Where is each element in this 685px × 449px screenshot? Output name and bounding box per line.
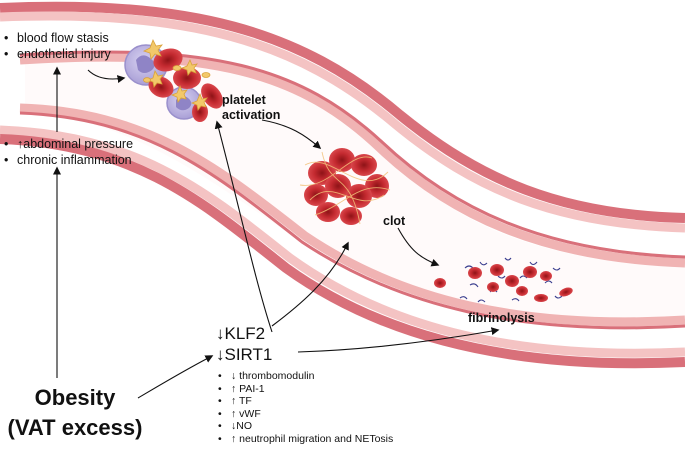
effect-item: ↑ neutrophil migration and NETosis xyxy=(218,433,393,446)
risk-factor-item: chronic inflammation xyxy=(4,152,133,168)
obesity-label: Obesity (VAT excess) xyxy=(4,383,146,443)
red-blood-cell xyxy=(351,154,377,176)
activated-platelet xyxy=(142,39,163,60)
platelet-activation-label: platelet activation xyxy=(222,93,280,123)
red-blood-cell xyxy=(534,294,548,302)
obesity-title: Obesity xyxy=(34,385,116,410)
arrow-stasis-to-platelets xyxy=(87,69,126,84)
effect-item: ↓ thrombomodulin xyxy=(218,370,393,383)
effect-item: ↓NO xyxy=(218,420,393,433)
effect-item: ↑ vWF xyxy=(218,408,393,421)
arrows xyxy=(53,66,500,399)
red-blood-cell xyxy=(540,271,552,281)
risk-factors-mid-list: ↑abdominal pressure chronic inflammation xyxy=(4,136,133,168)
red-blood-cell xyxy=(468,267,482,279)
vessel-inner-bottom-endothelium xyxy=(19,103,685,327)
risk-factor-item: endothelial injury xyxy=(4,46,111,62)
effect-item: ↑ PAI-1 xyxy=(218,383,393,396)
vessel-outer-top-wall xyxy=(0,1,685,223)
gene-expression-label: ↓KLF2 ↓SIRT1 xyxy=(216,323,272,365)
risk-factor-item: blood flow stasis xyxy=(4,30,111,46)
vessel-outer-top-tissue xyxy=(0,11,685,233)
endothelial-effects-list: ↓ thrombomodulin ↑ PAI-1 ↑ TF ↑ vWF ↓NO … xyxy=(218,370,393,446)
activated-platelet xyxy=(190,92,208,111)
vessel-inner-bottom-wall xyxy=(19,111,685,330)
arrow-genes-to-clot xyxy=(271,241,349,327)
arrow-obesity-to-genes xyxy=(137,355,214,399)
fibrinolysis-cells xyxy=(434,257,573,303)
obesity-subtitle: (VAT excess) xyxy=(7,415,143,440)
clot-label: clot xyxy=(383,214,406,228)
platelet xyxy=(143,77,151,83)
red-blood-cell xyxy=(490,264,504,276)
wbc-nucleus xyxy=(136,55,155,73)
red-blood-cell xyxy=(487,282,499,292)
arrow-genes-to-platelets xyxy=(214,120,273,333)
red-blood-cell xyxy=(559,287,573,297)
arrow-platelets-to-clot xyxy=(261,119,322,149)
platelet xyxy=(172,65,182,71)
red-blood-cell xyxy=(505,275,519,287)
effect-item: ↑ TF xyxy=(218,395,393,408)
clot xyxy=(299,148,391,225)
fibrin-mesh xyxy=(299,151,391,225)
red-blood-cell xyxy=(316,202,340,222)
red-blood-cell xyxy=(434,278,446,288)
platelet-label-line1: platelet xyxy=(222,93,266,107)
activated-platelet xyxy=(170,84,188,103)
red-blood-cell xyxy=(201,83,223,109)
platelet-activation-cells xyxy=(124,39,223,122)
red-blood-cell xyxy=(329,148,355,172)
platelet xyxy=(201,72,211,78)
red-blood-cell xyxy=(523,266,537,278)
platelets xyxy=(142,39,211,111)
red-blood-cell xyxy=(340,207,362,225)
arrow-genes-to-fibrinolysis xyxy=(297,327,500,353)
platelet-label-line2: activation xyxy=(222,108,281,122)
red-blood-cell xyxy=(346,184,372,208)
gene-klf2: ↓KLF2 xyxy=(216,324,266,343)
risk-factors-top-list: blood flow stasis endothelial injury xyxy=(4,30,111,62)
fibrinolysis-label: fibrinolysis xyxy=(468,311,535,325)
red-blood-cell xyxy=(516,286,528,296)
arrow-clot-to-fibrinolysis xyxy=(397,227,440,267)
activated-platelet xyxy=(180,59,198,76)
gene-sirt1: ↓SIRT1 xyxy=(216,345,273,364)
risk-factor-item: ↑abdominal pressure xyxy=(4,136,133,152)
